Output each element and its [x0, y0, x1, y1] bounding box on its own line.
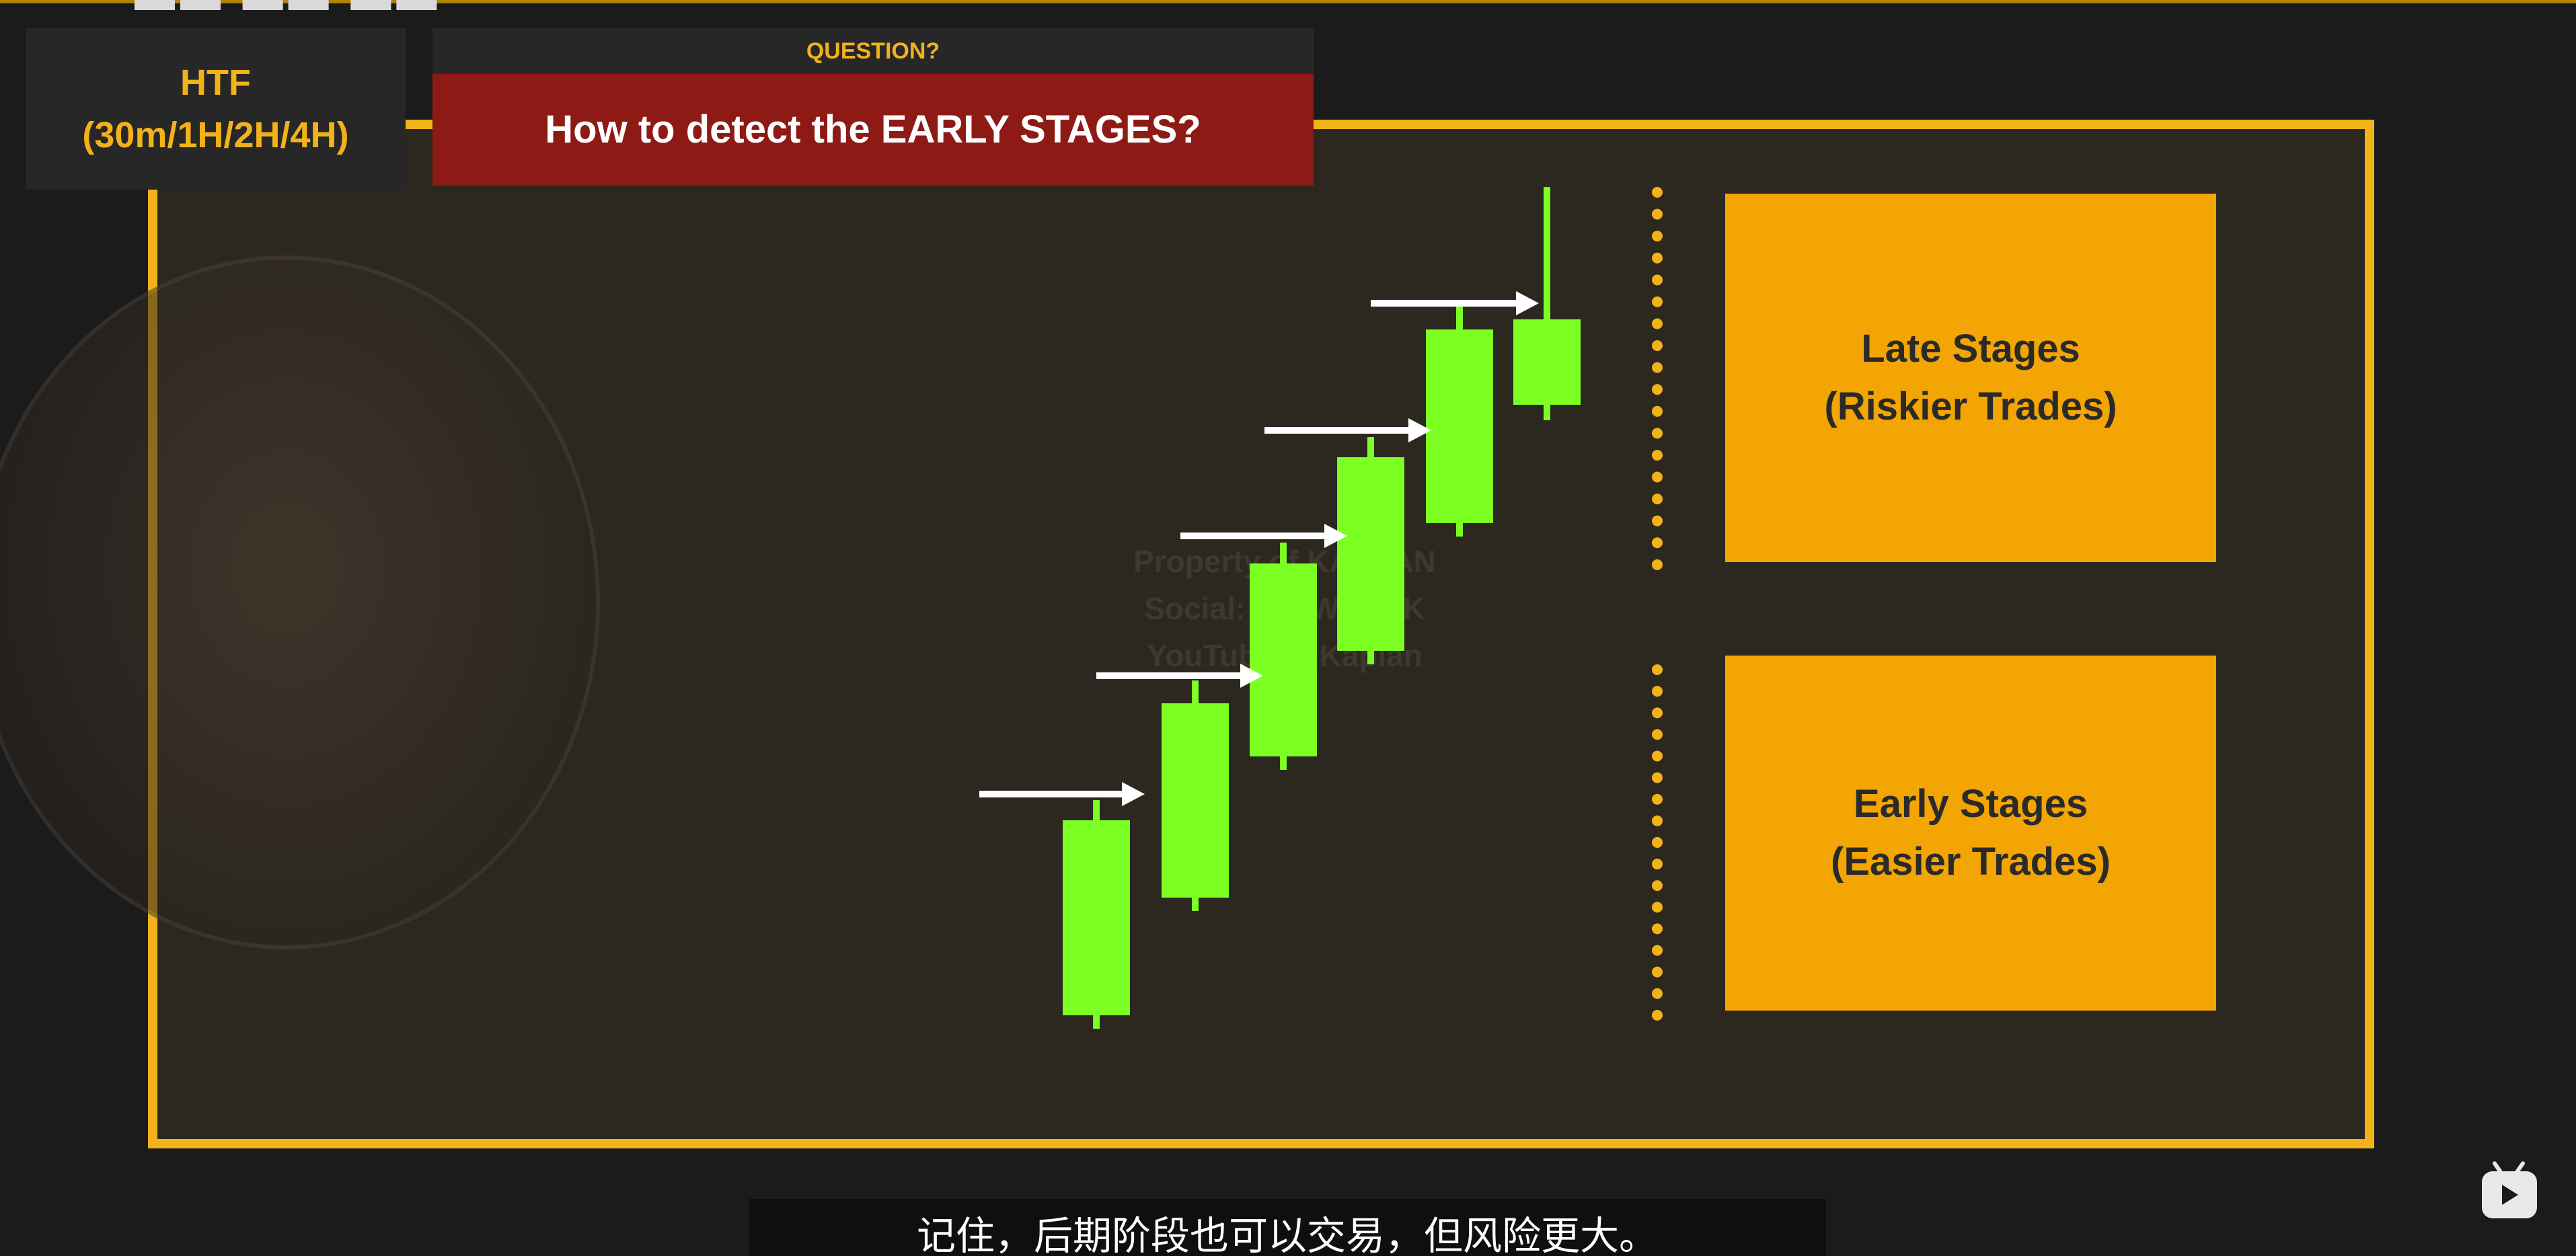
candle-body-1	[1063, 820, 1130, 1015]
channel-logo: ▬▬ ▬▬ ▬▬	[135, 0, 605, 10]
breakout-arrow-2	[1096, 664, 1263, 688]
timeframe-title: HTF	[180, 62, 251, 103]
question-title: How to detect the EARLY STAGES?	[432, 74, 1314, 186]
breakout-arrow-4	[1264, 418, 1431, 442]
timeframe-box: HTF (30m/1H/2H/4H)	[26, 28, 406, 190]
early-stages-box: Early Stages (Easier Trades)	[1725, 656, 2216, 1011]
breakout-arrow-3	[1180, 524, 1347, 548]
candle-body-6	[1513, 319, 1581, 405]
question-label: QUESTION?	[432, 28, 1314, 74]
late-stages-subtitle: (Riskier Trades)	[1824, 385, 2117, 428]
top-accent-line	[0, 0, 2576, 3]
early-stage-divider	[1652, 664, 1673, 1021]
late-stage-divider	[1652, 187, 1673, 570]
candle-body-3	[1250, 563, 1317, 756]
video-subtitle: 记住，后期阶段也可以交易，但风险更大。	[749, 1199, 1826, 1256]
candle-body-5	[1426, 329, 1493, 523]
late-stages-box: Late Stages (Riskier Trades)	[1725, 194, 2216, 562]
early-stages-title: Early Stages	[1853, 782, 2088, 826]
breakout-arrow-5	[1371, 291, 1539, 315]
candle-body-2	[1162, 703, 1229, 898]
candle-wick-6	[1544, 187, 1550, 420]
candle-body-4	[1337, 457, 1404, 651]
late-stages-title: Late Stages	[1861, 327, 2080, 370]
early-stages-subtitle: (Easier Trades)	[1831, 840, 2111, 884]
breakout-arrow-1	[979, 782, 1145, 806]
tv-play-icon[interactable]	[2482, 1171, 2537, 1218]
timeframe-values: (30m/1H/2H/4H)	[82, 115, 349, 155]
presenter-avatar	[0, 256, 600, 949]
